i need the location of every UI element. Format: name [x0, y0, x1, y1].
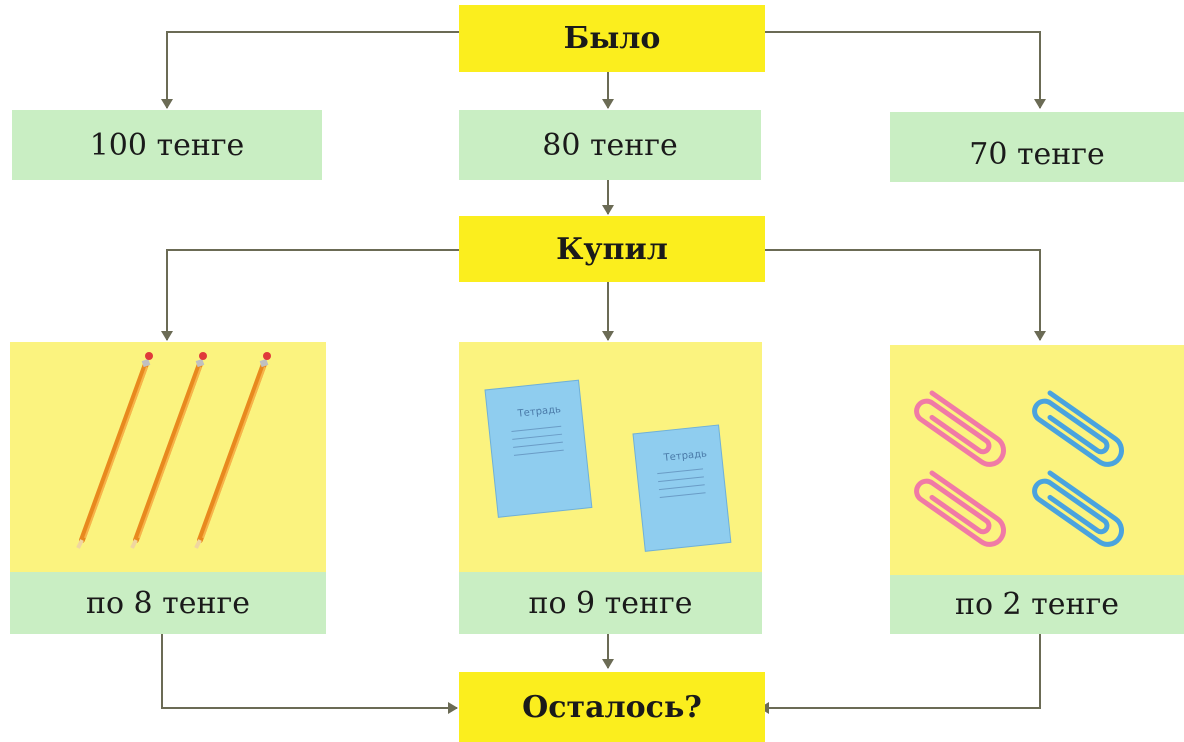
amount-label: 70 тенге	[969, 136, 1105, 172]
arrow-bought-to-pencils	[161, 249, 459, 341]
start-label: Было	[563, 21, 661, 56]
notebooks-panel: Тетрадь Тетрадь	[459, 342, 762, 572]
amount-label: 80 тенге	[542, 127, 678, 163]
amount-label: 100 тенге	[89, 127, 245, 163]
notebook-cover-text: Тетрадь	[516, 404, 561, 420]
amount-box-100: 100 тенге	[12, 110, 322, 180]
pencil-icon	[76, 352, 271, 549]
pencils-price: по 8 тенге	[85, 585, 251, 621]
arrow-clips-to-result	[759, 634, 1041, 714]
pencils-panel	[10, 342, 326, 572]
bought-label: Купил	[556, 231, 668, 267]
amount-box-70: 70 тенге	[890, 112, 1184, 182]
notebooks-price-box: по 9 тенге	[459, 572, 762, 634]
pencils-price-box: по 8 тенге	[10, 572, 326, 634]
clips-panel	[890, 345, 1184, 575]
arrow-pencils-to-result	[161, 634, 458, 714]
clips-price-box: по 2 тенге	[890, 575, 1184, 634]
notebooks-price: по 9 тенге	[528, 585, 693, 621]
arrow-start-to-100	[161, 31, 459, 109]
notebook-cover-text: Тетрадь	[662, 448, 707, 464]
start-box: Было	[459, 5, 765, 72]
arrow-start-to-70	[765, 31, 1046, 109]
result-label: Осталось?	[522, 689, 702, 725]
arrow-bought-to-clips	[765, 249, 1046, 341]
notebook-icon: Тетрадь Тетрадь	[484, 379, 732, 552]
paper-clip-icon	[914, 390, 1124, 547]
result-box: Осталось?	[459, 672, 765, 742]
clips-price: по 2 тенге	[954, 587, 1120, 622]
amount-box-80: 80 тенге	[459, 110, 761, 180]
bought-box: Купил	[459, 216, 765, 282]
